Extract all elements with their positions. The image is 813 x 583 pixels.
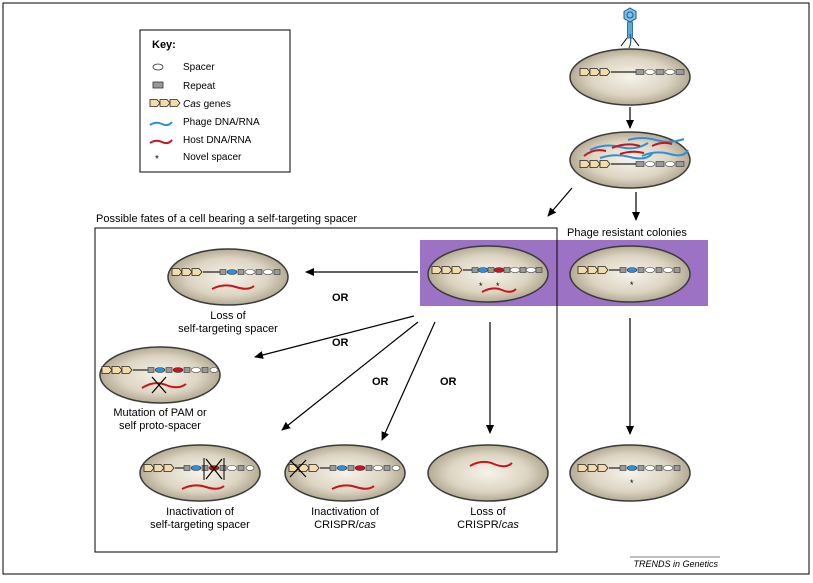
outer-frame xyxy=(2,2,810,575)
key-title: Key: xyxy=(152,39,176,51)
key-host-label: Host DNA/RNA xyxy=(183,135,252,146)
caption-inact-spacer-line2: self-targeting spacer xyxy=(150,519,250,531)
phage-icon xyxy=(620,7,640,49)
key-phage-label: Phage DNA/RNA xyxy=(183,117,260,128)
spacer-symbol xyxy=(152,63,164,71)
locus-loss-crispr xyxy=(469,460,513,468)
arrow-to-inactivation-cas xyxy=(381,321,436,441)
locus-inactivation-spacer xyxy=(143,458,255,490)
cell-loss-spacer xyxy=(167,248,289,306)
fates-box xyxy=(94,227,558,553)
journal-footer: TRENDS in Genetics xyxy=(633,559,718,569)
caption-mutation-line1: Mutation of PAM or xyxy=(113,407,207,419)
caption-loss-spacer-line1: Loss of xyxy=(210,310,246,322)
cell-phage-resistant xyxy=(569,245,691,303)
caption-inact-cas-line2: CRISPR/cas xyxy=(314,519,376,531)
host-strand-symbol xyxy=(149,139,173,145)
key-cas-label: Cas genes xyxy=(183,99,231,110)
key-legend: Key: Spacer Repeat Cas genes Phage DNA/R… xyxy=(139,29,291,173)
caption-loss-crispr-line1: Loss of xyxy=(470,506,506,518)
caption-inact-cas-line1: Inactivation of xyxy=(311,506,380,518)
novel-spacer-star: * xyxy=(155,154,159,165)
or-label-2: OR xyxy=(332,337,349,349)
cell-mutation xyxy=(99,346,221,404)
nucleic-acid-mix xyxy=(583,137,689,160)
key-novel-label: Novel spacer xyxy=(183,152,242,163)
caption-loss-spacer-line2: self-targeting spacer xyxy=(178,323,278,335)
key-spacer-label: Spacer xyxy=(183,62,215,73)
arrow-to-inactivation-spacer xyxy=(281,321,419,431)
arrow-to-self-targeting xyxy=(547,187,573,217)
caption-inact-spacer-line1: Inactivation of xyxy=(166,506,235,518)
locus-phage-resistant: * xyxy=(577,266,681,290)
novel-star-final: * xyxy=(630,478,634,488)
arrows xyxy=(254,107,640,441)
novel-star-1: * xyxy=(479,281,483,291)
locus-self-targeting: * * xyxy=(431,266,543,293)
caption-mutation-line2: self proto-spacer xyxy=(119,420,201,432)
cell-loss-crispr xyxy=(427,444,549,502)
locus-resistant-final: * xyxy=(577,464,681,488)
locus-replicating xyxy=(579,160,685,168)
key-repeat-label: Repeat xyxy=(183,81,215,92)
cell-self-targeting xyxy=(427,245,549,303)
locus-infected xyxy=(579,68,685,76)
phage-resistant-heading: Phage resistant colonies xyxy=(567,227,687,239)
possible-fates-heading: Possible fates of a cell bearing a self-… xyxy=(96,213,357,225)
cell-inactivation-spacer xyxy=(139,444,261,502)
novel-star-resistant: * xyxy=(630,280,634,290)
locus-loss-spacer xyxy=(171,268,281,290)
or-label-4: OR xyxy=(440,376,457,388)
locus-mutation xyxy=(101,366,219,394)
cell-resistant-final xyxy=(569,444,691,502)
or-label-3: OR xyxy=(372,376,389,388)
or-label-1: OR xyxy=(332,292,349,304)
novel-star-2: * xyxy=(496,281,500,291)
phage-strand-symbol xyxy=(149,121,173,127)
arrow-to-mutation xyxy=(254,315,415,359)
caption-loss-crispr-line2: CRISPR/cas xyxy=(457,519,519,531)
cas-genes-symbol xyxy=(149,99,181,107)
cell-inactivation-cas xyxy=(284,444,406,502)
locus-inactivation-cas xyxy=(288,459,401,490)
cell-infected xyxy=(569,48,691,106)
repeat-symbol xyxy=(152,81,164,89)
